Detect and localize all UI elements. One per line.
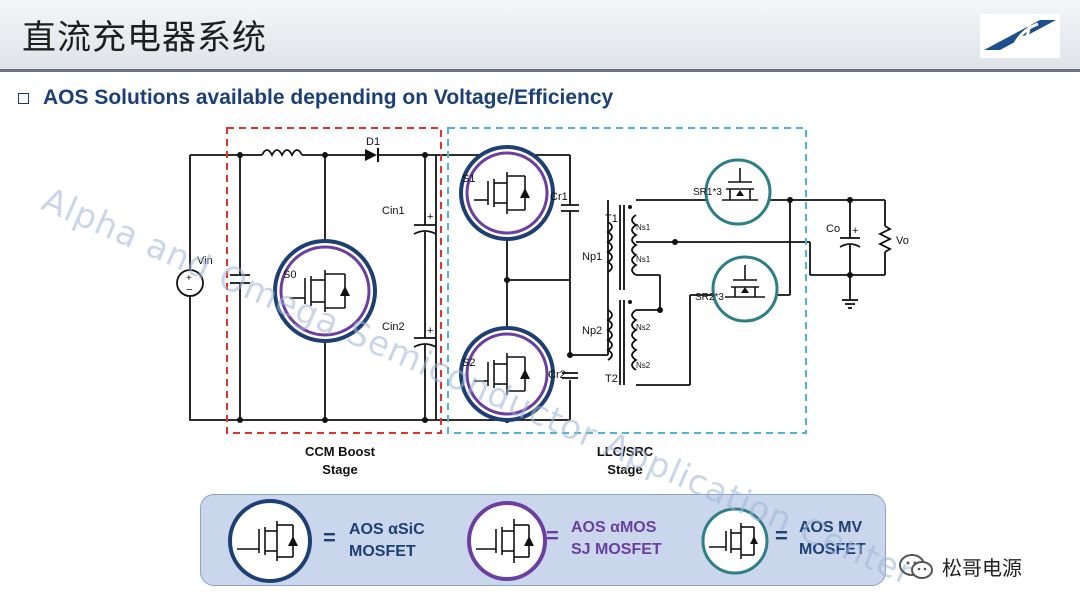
legend-mv-line2: MOSFET bbox=[799, 541, 866, 558]
label-cr2: Cr2 bbox=[548, 369, 566, 381]
legend-sic-line2: MOSFET bbox=[349, 543, 416, 560]
s0-sj-mosfet bbox=[273, 239, 377, 343]
legend-sic-line1: AOS αSiC bbox=[349, 521, 425, 538]
slide-subtitle: AOS Solutions available depending on Vol… bbox=[43, 86, 614, 109]
ccm-boost-stage-box bbox=[226, 127, 442, 434]
label-s2: S2 bbox=[462, 357, 475, 369]
llc-src-stage-box bbox=[447, 127, 807, 434]
stage-llc-line2: Stage bbox=[607, 462, 642, 477]
label-t1: T1 bbox=[605, 213, 618, 225]
slide-title: 直流充电器系统 bbox=[22, 18, 267, 58]
legend-sj-symbol-icon bbox=[467, 501, 547, 581]
label-t2: T2 bbox=[605, 373, 618, 385]
label-np2: Np2 bbox=[582, 325, 602, 337]
bullet-square-icon bbox=[18, 92, 29, 104]
legend-sic-symbol-icon bbox=[228, 499, 312, 583]
legend-sj-line1: AOS αMOS bbox=[571, 519, 657, 536]
label-d1: D1 bbox=[366, 136, 380, 148]
s1-sic-mosfet bbox=[459, 145, 555, 241]
vin-plus: + bbox=[186, 273, 192, 284]
cin1-plus: + bbox=[427, 211, 433, 223]
legend-equals-3: = bbox=[775, 523, 788, 548]
legend-item-sj: AOS αMOS SJ MOSFET bbox=[571, 517, 662, 561]
label-ns2-b: Ns2 bbox=[636, 361, 651, 370]
label-np1: Np1 bbox=[582, 251, 602, 263]
label-vin: Vin bbox=[197, 255, 213, 267]
s2-sic-mosfet bbox=[459, 326, 555, 422]
legend-mv-line1: AOS MV bbox=[799, 519, 863, 536]
legend-symbols bbox=[228, 499, 769, 583]
title-bar: 直流充电器系统 bbox=[0, 0, 1080, 72]
label-ns1-a: Ns1 bbox=[636, 223, 651, 232]
label-sr2: SR2*3 bbox=[695, 292, 724, 303]
legend-sj-line2: SJ MOSFET bbox=[571, 541, 662, 558]
label-cin1: Cin1 bbox=[382, 205, 405, 217]
label-vo: Vo bbox=[896, 235, 909, 247]
aos-logo-icon bbox=[980, 14, 1060, 58]
stage-boost-line2: Stage bbox=[322, 462, 357, 477]
legend-item-sic: AOS αSiC MOSFET bbox=[349, 519, 425, 563]
wechat-account-name: 松哥电源 bbox=[942, 556, 1022, 580]
legend-equals-2: = bbox=[546, 523, 559, 548]
sr1-mv-mosfet bbox=[704, 158, 772, 226]
bullet-point: AOS Solutions available depending on Vol… bbox=[18, 86, 613, 110]
label-ns2-a: Ns2 bbox=[636, 323, 651, 332]
label-cin2: Cin2 bbox=[382, 321, 405, 333]
label-s1: S1 bbox=[462, 173, 475, 185]
co-plus: + bbox=[852, 225, 858, 237]
cin2-plus: + bbox=[427, 325, 433, 337]
sr2-mv-mosfet bbox=[711, 255, 779, 323]
legend-item-mv: AOS MV MOSFET bbox=[799, 517, 866, 561]
label-cr1: Cr1 bbox=[550, 191, 568, 203]
stage-llc-line1: LLC/SRC bbox=[597, 444, 654, 459]
stage-boost-line1: CCM Boost bbox=[305, 444, 376, 459]
legend-equals-1: = bbox=[323, 525, 336, 550]
label-s0: S0 bbox=[283, 269, 296, 281]
wechat-icon bbox=[899, 553, 933, 579]
device-legend: = AOS αSiC MOSFET = AOS αMOS SJ MOSFET =… bbox=[200, 494, 886, 586]
legend-mv-symbol-icon bbox=[701, 507, 769, 575]
label-sr1: SR1*3 bbox=[693, 187, 722, 198]
label-co: Co bbox=[826, 223, 840, 235]
vin-minus: − bbox=[186, 284, 192, 296]
wechat-credit: 松哥电源 bbox=[898, 552, 1022, 581]
label-ns1-b: Ns1 bbox=[636, 255, 651, 264]
